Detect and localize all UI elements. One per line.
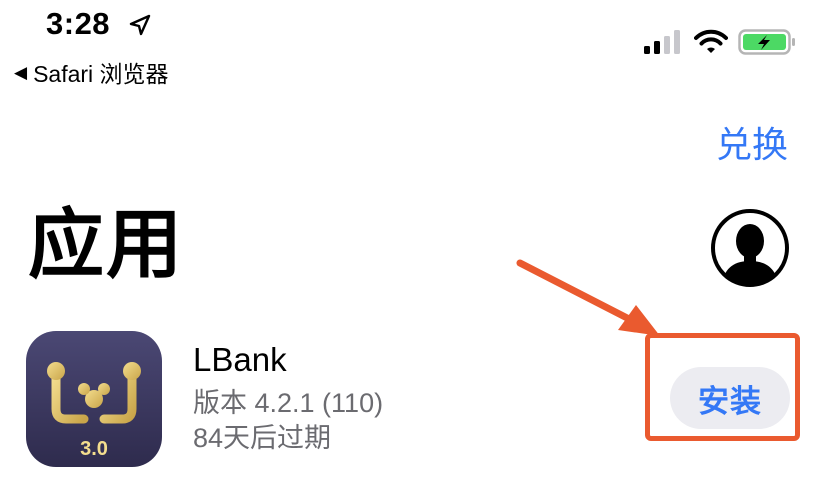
redeem-button[interactable]: 兑换 — [715, 124, 788, 165]
annotation-arrow-icon — [516, 259, 660, 336]
account-avatar-icon[interactable] — [709, 207, 791, 289]
location-arrow-icon — [129, 14, 151, 36]
page-title: 应用 — [28, 203, 184, 288]
app-expiry: 84天后过期 — [193, 423, 332, 453]
icon-badge-text: 3.0 — [80, 438, 108, 460]
wifi-icon — [694, 29, 728, 53]
annotation-highlight-box — [645, 333, 800, 441]
battery-charging-icon — [738, 29, 795, 55]
app-name: LBank — [193, 341, 287, 378]
app-version: 版本 4.2.1 (110) — [193, 388, 384, 418]
cellular-signal-icon — [644, 30, 680, 54]
status-time: 3:28 — [46, 6, 111, 41]
back-label: Safari 浏览器 — [33, 61, 169, 87]
install-button[interactable]: 安装 — [670, 367, 790, 429]
back-triangle-icon: ◀ — [14, 62, 28, 82]
lbank-app-icon: 3.0 — [26, 331, 162, 467]
back-to-safari-link[interactable]: ◀ Safari 浏览器 — [14, 55, 169, 89]
